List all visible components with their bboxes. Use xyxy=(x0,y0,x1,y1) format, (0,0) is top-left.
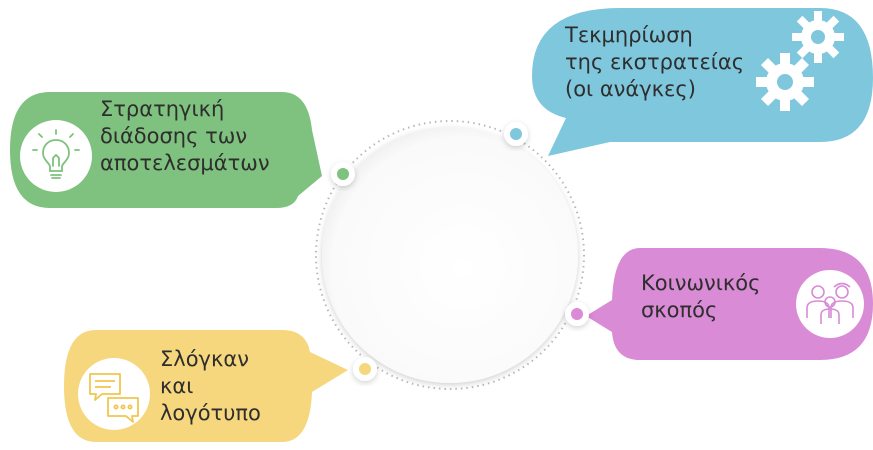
bubble-campaign-documentation xyxy=(532,8,873,156)
connector-dot-blue xyxy=(504,122,528,146)
social-purpose-line-1: Κοινωνικός xyxy=(641,271,761,295)
dissemination-strategy-line-3: αποτελεσμάτων xyxy=(100,151,270,175)
slogan-logo-line-3: λογότυπο xyxy=(160,401,261,425)
dissemination-strategy-line-2: διάδοσης των xyxy=(100,124,248,148)
lightbulb-icon-disc xyxy=(20,120,92,192)
dissemination-strategy-line-1: Στρατηγική xyxy=(100,97,225,121)
slogan-logo-line-2: και xyxy=(160,374,194,398)
campaign-documentation-line-1: Τεκμηρίωση xyxy=(565,23,693,47)
slogan-logo-line-1: Σλόγκαν xyxy=(160,347,249,371)
speech-bubbles-icon xyxy=(89,373,139,423)
campaign-documentation-text: Τεκμηρίωση της εκστρατείας (οι ανάγκες) xyxy=(565,22,744,103)
connector-dot-purple xyxy=(565,302,589,326)
dissemination-strategy-text: Στρατηγική διάδοσης των αποτελεσμάτων xyxy=(100,96,270,177)
social-purpose-text: Κοινωνικός σκοπός xyxy=(641,270,760,324)
social-purpose-line-2: σκοπός xyxy=(641,298,718,322)
lightbulb-icon xyxy=(32,129,80,179)
gears-icon xyxy=(756,11,844,111)
connector-dot-green xyxy=(331,162,355,186)
people-icon xyxy=(806,282,854,324)
people-icon-disc xyxy=(796,270,864,338)
center-ring xyxy=(315,120,585,390)
connector-dot-yellow xyxy=(353,357,377,381)
bubble-social-purpose xyxy=(586,248,873,360)
campaign-documentation-line-2: της εκστρατείας xyxy=(565,50,745,74)
bubble-dissemination-strategy xyxy=(10,92,322,208)
speech-bubbles-icon-disc xyxy=(78,358,150,430)
campaign-documentation-line-3: (οι ανάγκες) xyxy=(565,77,696,101)
slogan-logo-text: Σλόγκαν και λογότυπο xyxy=(160,346,261,427)
